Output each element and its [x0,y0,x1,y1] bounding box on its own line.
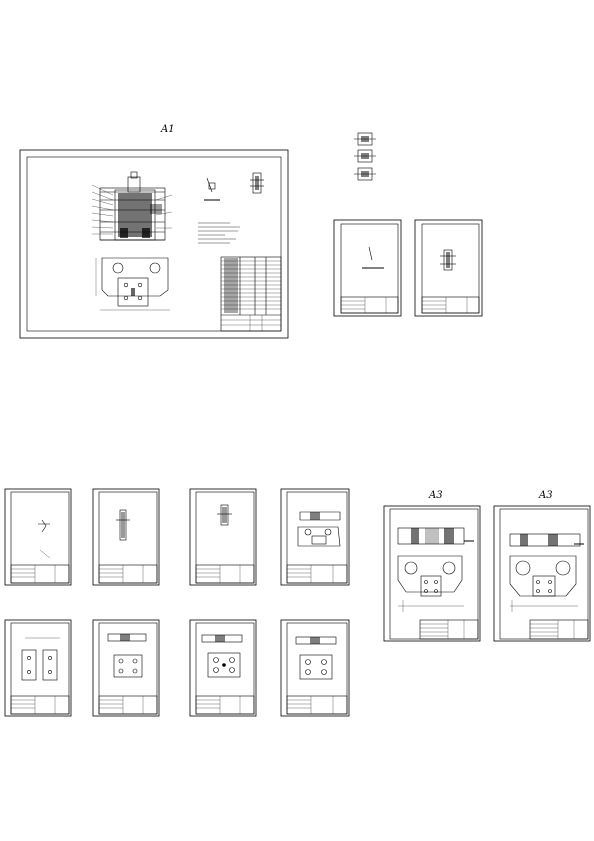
a3-sheet-right [493,505,591,642]
loose-part-views [354,132,376,181]
small-part-sheet-2 [414,219,483,317]
part-sheet-row1-3 [189,488,257,586]
part-sheet-row2-1 [4,619,72,717]
assembly-plan-view [95,257,170,311]
part-sheet-row1-4 [280,488,350,586]
part-sheet-row2-4 [280,619,350,717]
a3-format-label-left: A3 [429,490,443,501]
a3-sheet-left [383,505,481,642]
main-assembly-sheet [19,149,289,339]
small-part-sheet-1 [333,219,402,317]
part-sheet-row2-2 [92,619,160,717]
bom-table [220,256,282,332]
part-sheet-row1-1 [4,488,72,586]
part-sheet-row1-2 [92,488,160,586]
assembly-section-view [91,171,173,241]
part-sheet-row2-3 [189,619,257,717]
a1-format-label: A1 [161,124,175,135]
a3-format-label-right: A3 [539,490,553,501]
detail-views [198,172,264,244]
